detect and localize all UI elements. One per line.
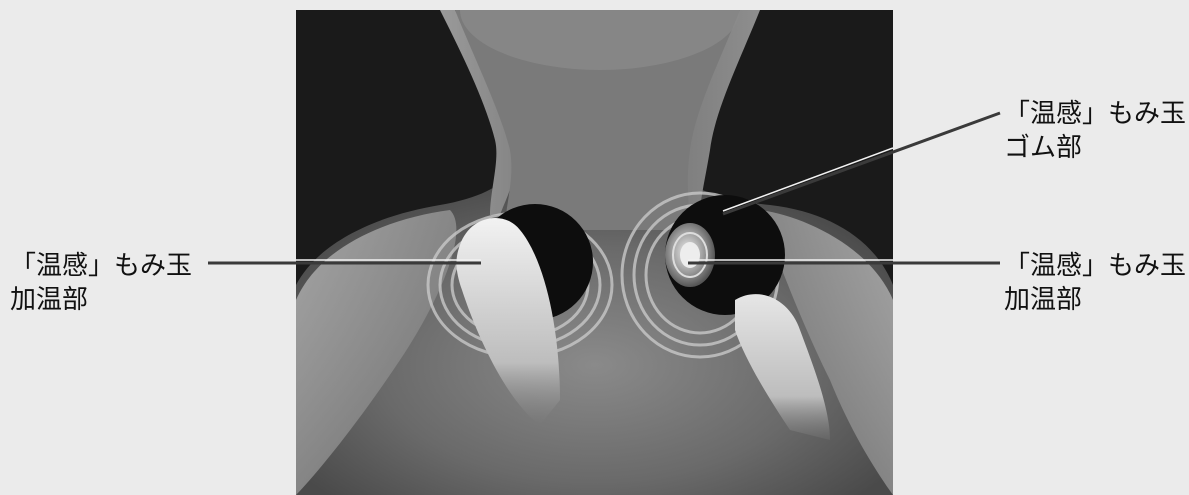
label-left-heater-line1: 「温感」もみ玉 bbox=[10, 249, 192, 283]
label-right-rubber: 「温感」もみ玉 ゴム部 bbox=[1004, 97, 1186, 165]
rubber-part bbox=[665, 223, 715, 287]
label-right-heater-line1: 「温感」もみ玉 bbox=[1004, 249, 1186, 283]
label-left-heater: 「温感」もみ玉 加温部 bbox=[10, 249, 192, 317]
label-left-heater-line2: 加温部 bbox=[10, 283, 192, 317]
label-right-rubber-line1: 「温感」もみ玉 bbox=[1004, 97, 1186, 131]
label-right-heater: 「温感」もみ玉 加温部 bbox=[1004, 249, 1186, 317]
label-right-heater-line2: 加温部 bbox=[1004, 283, 1186, 317]
label-right-rubber-line2: ゴム部 bbox=[1004, 131, 1186, 165]
